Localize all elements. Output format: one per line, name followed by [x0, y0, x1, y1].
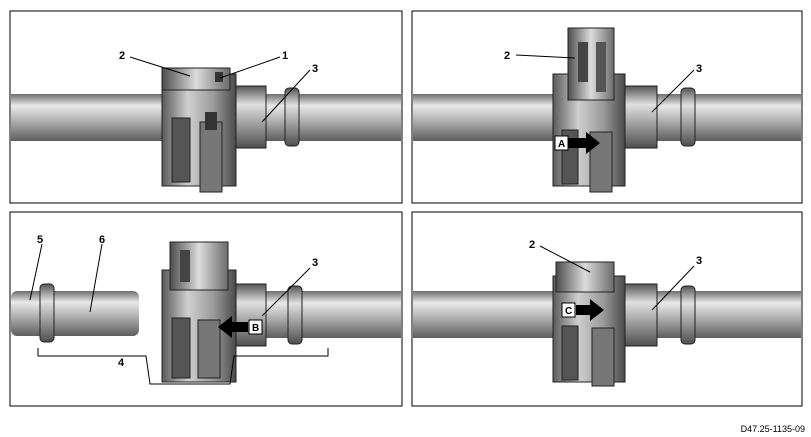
leader-lines: [539, 245, 695, 311]
callout-1: 1: [282, 50, 288, 62]
panel-top-right: A 2 3: [411, 10, 803, 204]
callout-6: 6: [99, 234, 105, 246]
panel-top-left: 1 2 3: [9, 10, 403, 204]
figure-id: D47.25-1135-09: [740, 424, 805, 434]
leader-lines: [129, 56, 311, 123]
callout-2: 2: [119, 50, 125, 62]
callout-3: 3: [312, 63, 318, 75]
arrow-label-c: C: [565, 306, 572, 317]
quick-connector: [161, 67, 300, 193]
push-arrow-b: B: [218, 316, 263, 338]
callout-3: 3: [312, 257, 318, 269]
quick-connector: [552, 261, 696, 387]
push-arrow-a: A: [554, 132, 600, 154]
callout-3: 3: [696, 63, 702, 75]
panel-bottom-right: C 2 3: [411, 211, 803, 407]
callout-2: 2: [529, 239, 535, 251]
arrow-label-a: A: [558, 139, 565, 150]
callout-5: 5: [37, 234, 43, 246]
arrow-label-b: B: [252, 323, 259, 334]
callout-4: 4: [118, 357, 125, 369]
leader-lines: [515, 54, 695, 113]
tube-end: [11, 283, 139, 343]
panel-bottom-left: B 5 6 3 4: [9, 211, 403, 407]
callout-3: 3: [696, 255, 702, 267]
leader-lines: [29, 243, 329, 385]
callout-2: 2: [504, 50, 510, 62]
quick-connector: [552, 27, 696, 193]
push-arrow-c: C: [561, 299, 604, 321]
